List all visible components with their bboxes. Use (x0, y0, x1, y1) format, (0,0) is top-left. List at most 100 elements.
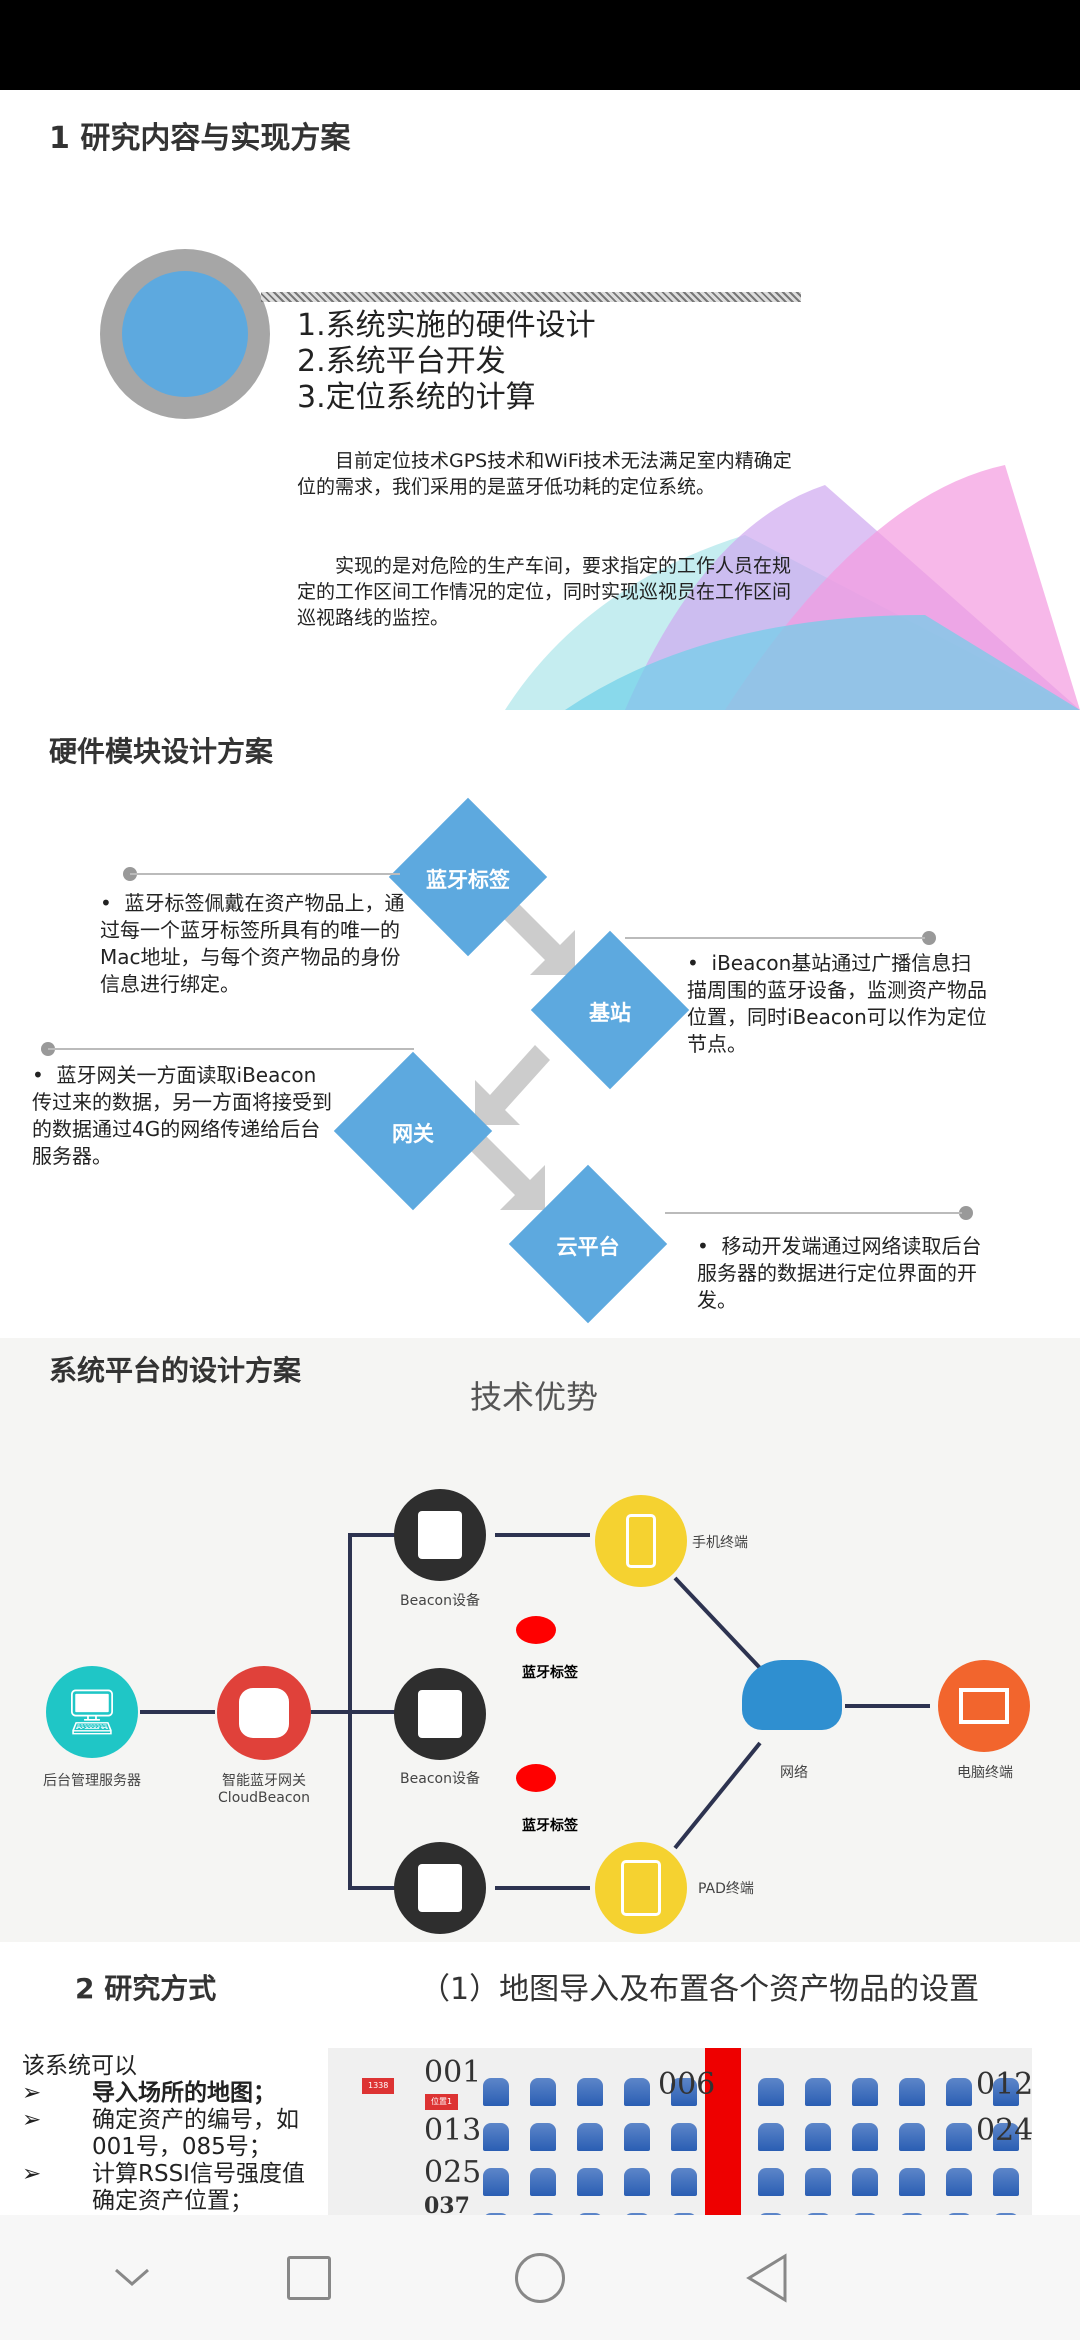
map-seat (671, 2078, 697, 2106)
map-seat (671, 2213, 697, 2215)
pad-icon (595, 1842, 687, 1934)
map-seat (993, 2078, 1019, 2106)
network-label: 网络 (780, 1765, 808, 1781)
bullet: • (687, 951, 699, 975)
map-seat (530, 2078, 556, 2106)
map-label: 037 (424, 2193, 470, 2215)
flow-arrows (470, 900, 575, 1210)
pad-label: PAD终端 (698, 1881, 754, 1897)
map-seat (805, 2078, 831, 2106)
gateway-label-line: CloudBeacon (218, 1790, 310, 1806)
map-seat (530, 2123, 556, 2151)
desc-block: • iBeacon基站通过广播信息扫描周围的蓝牙设备，监测资产物品位置，同时iB… (687, 950, 987, 1058)
list-item: 确定资产的编号，如001号，085号； (92, 2107, 299, 2160)
content-list: 1.系统实施的硬件设计 2.系统平台开发 3.定位系统的计算 (297, 308, 596, 416)
map-seat (899, 2123, 925, 2151)
map-seat (899, 2168, 925, 2196)
map-label: 012 (976, 2067, 1032, 2102)
map-seat (624, 2168, 650, 2196)
platform-title: 系统平台的设计方案 (49, 1354, 302, 1387)
map-seat (530, 2213, 556, 2215)
map-seat (993, 2168, 1019, 2196)
desc-block: • 蓝牙网关一方面读取iBeacon传过来的数据，另一方面将接受到的数据通过4G… (32, 1062, 332, 1170)
list-item: 3.定位系统的计算 (297, 380, 536, 415)
map-seat (483, 2213, 509, 2215)
paragraph: 目前定位技术GPS技术和WiFi技术无法满足室内精确定位的需求，我们采用的是蓝牙… (297, 450, 792, 498)
map-seat (805, 2168, 831, 2196)
map-seat (852, 2168, 878, 2196)
gateway-label-line: 智能蓝牙网关 (222, 1773, 306, 1789)
fan-decoration (505, 465, 1080, 710)
bullet: • (697, 1234, 709, 1258)
circle-inner (122, 271, 248, 397)
desc-tag: 蓝牙标签佩戴在资产物品上，通过每一个蓝牙标签所具有的唯一的Mac地址，与每个资产… (100, 891, 405, 996)
map-seat (577, 2213, 603, 2215)
bullet: ➢ (22, 2161, 42, 2187)
node-label: 云平台 (556, 1235, 620, 1259)
tag-dot (516, 1616, 556, 1644)
map-seat (805, 2123, 831, 2151)
home-button[interactable] (515, 2253, 565, 2303)
list-item: 2.系统平台开发 (297, 344, 506, 379)
platform-connectors (140, 1533, 930, 1890)
navigation-bar (0, 2215, 1080, 2340)
platform-subtitle: 技术优势 (470, 1378, 599, 1416)
map-seat (899, 2213, 925, 2215)
beacon-device-icon (394, 1842, 486, 1934)
map-seat (899, 2078, 925, 2106)
recents-button[interactable] (287, 2256, 331, 2300)
section1-title: 1 研究内容与实现方案 (49, 121, 351, 156)
map-seat (624, 2123, 650, 2151)
server-icon: 🖥 (46, 1666, 138, 1758)
network-cloud-icon (742, 1660, 842, 1730)
tag-label: 蓝牙标签 (522, 1665, 578, 1681)
hardware-title: 硬件模块设计方案 (49, 735, 274, 768)
map-label: 013 (424, 2113, 482, 2148)
map-label: 025 (424, 2155, 482, 2190)
section2-subtitle: （1）地图导入及布置各个资产物品的设置 (420, 1972, 980, 2007)
node-label: 网关 (392, 1122, 434, 1146)
desc-base: iBeacon基站通过广播信息扫描周围的蓝牙设备，监测资产物品位置，同时iBea… (687, 951, 987, 1056)
map-seat (483, 2123, 509, 2151)
bullet: ➢ (22, 2080, 42, 2106)
desc-cloud: 移动开发端通过网络读取后台服务器的数据进行定位界面的开发。 (697, 1234, 982, 1312)
beacon-device-icon (394, 1489, 486, 1581)
connector-line (625, 937, 925, 939)
beacon-device-icon (394, 1668, 486, 1760)
connector-dot (959, 1206, 973, 1220)
map-seat (993, 2123, 1019, 2151)
phone-label: 手机终端 (692, 1535, 748, 1551)
list-item: 计算RSSI信号强度值确定资产位置； (92, 2161, 305, 2214)
connector-line (130, 873, 400, 875)
bullet: • (100, 891, 112, 915)
pc-label: 电脑终端 (957, 1765, 1013, 1781)
back-button[interactable] (745, 2253, 790, 2303)
map-image: 1338 位置1 001 006 012 013 024 025 037 (328, 2048, 1032, 2215)
map-seat (758, 2123, 784, 2151)
map-label: 006 (658, 2067, 716, 2102)
map-seat (852, 2213, 878, 2215)
map-seat (946, 2168, 972, 2196)
node-label: 基站 (589, 1001, 631, 1025)
map-seat (530, 2168, 556, 2196)
map-seat (852, 2078, 878, 2106)
map-seat (758, 2078, 784, 2106)
map-label: 001 (424, 2055, 482, 2090)
map-label: 024 (976, 2113, 1032, 2148)
gateway-icon (217, 1666, 311, 1760)
map-seat (805, 2213, 831, 2215)
section2-title: 2 研究方式 (75, 1972, 217, 2005)
map-seat (946, 2123, 972, 2151)
map-seat (993, 2213, 1019, 2215)
node-label: 蓝牙标签 (426, 868, 510, 892)
connector-line (48, 1048, 414, 1050)
map-seat (624, 2213, 650, 2215)
map-seat (483, 2078, 509, 2106)
bullet: • (32, 1063, 44, 1087)
map-seat (671, 2123, 697, 2151)
desc-gateway: 蓝牙网关一方面读取iBeacon传过来的数据，另一方面将接受到的数据通过4G的网… (32, 1063, 332, 1168)
list-item: 导入场所的地图； (92, 2080, 276, 2106)
map-seat (624, 2078, 650, 2106)
map-seat (758, 2168, 784, 2196)
chevron-down-icon[interactable] (112, 2262, 152, 2292)
